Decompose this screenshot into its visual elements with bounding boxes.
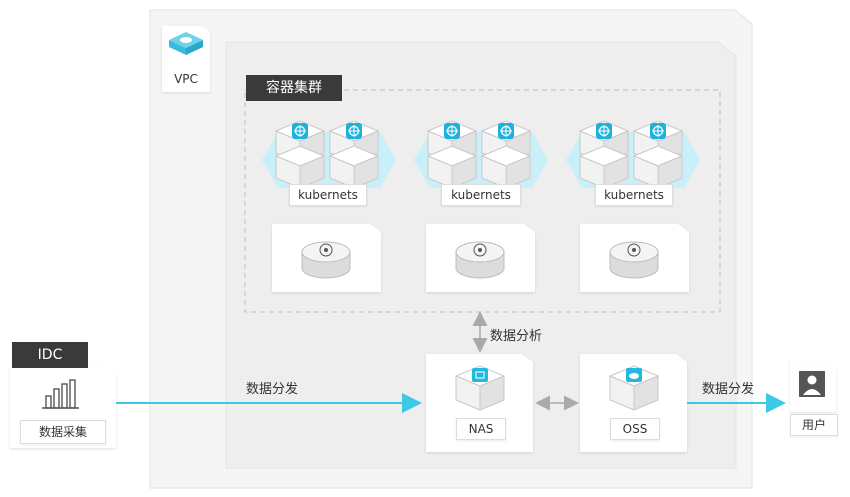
idc-caption: 数据采集	[20, 420, 106, 444]
k8s-node-3-label: kubernets	[595, 184, 673, 206]
k8s-node-3-graphic	[566, 120, 700, 189]
disk-icon-1	[301, 241, 351, 279]
disk-icon-3	[609, 241, 659, 279]
cluster-title: 容器集群	[246, 75, 342, 101]
analysis-label: 数据分析	[490, 329, 543, 344]
k8s-node-2-graphic	[414, 120, 548, 189]
distribute-right-label: 数据分发	[702, 382, 755, 397]
distribute-left-label: 数据分发	[246, 382, 299, 397]
nas-label: NAS	[456, 418, 506, 440]
user-label: 用户	[790, 414, 838, 436]
k8s-node-1-label: kubernets	[289, 184, 367, 206]
user-icon	[799, 371, 825, 397]
nas-icon	[454, 365, 506, 411]
vpc-cloud-icon	[169, 32, 203, 55]
k8s-node-2-label: kubernets	[441, 184, 521, 206]
cluster-box	[244, 89, 721, 313]
k8s-node-1-graphic	[262, 120, 396, 189]
oss-icon	[608, 365, 660, 411]
vpc-label: VPC	[174, 72, 198, 86]
bar-chart-icon	[42, 379, 79, 409]
disk-icon-2	[455, 241, 505, 279]
idc-title: IDC	[12, 342, 88, 368]
oss-label: OSS	[610, 418, 660, 440]
